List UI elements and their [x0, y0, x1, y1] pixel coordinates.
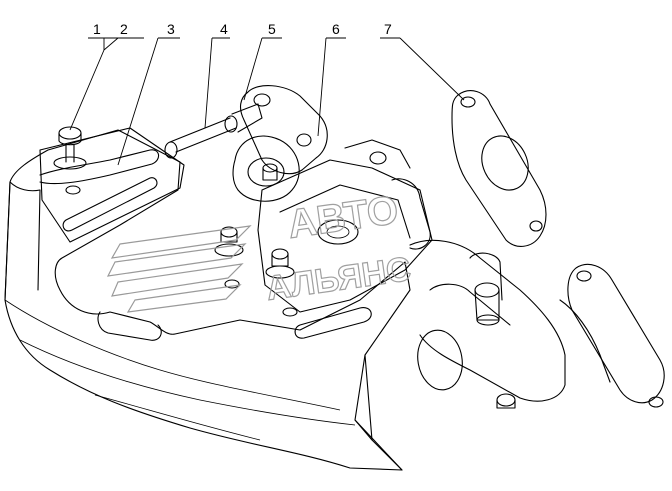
- callout-3: 3: [167, 21, 175, 37]
- callout-5: 5: [268, 21, 276, 37]
- gasket-7: [451, 90, 547, 247]
- bolt-mid-left: [214, 226, 244, 257]
- leader-7: [380, 37, 465, 101]
- leader-5: [243, 37, 282, 101]
- leader-2: [103, 37, 119, 51]
- callout-1: 1: [93, 21, 101, 37]
- flange-6: [232, 85, 328, 202]
- bolt-1: [53, 126, 87, 170]
- callout-6: 6: [332, 21, 340, 37]
- leader-4: [204, 37, 230, 129]
- watermark-logo-icon: [106, 225, 252, 313]
- manifold-block: [257, 139, 433, 313]
- bolt-small-upper: [262, 163, 278, 181]
- bolt-mid-center: [265, 248, 295, 279]
- stud-4: [164, 103, 263, 159]
- bracket-plate: [39, 127, 185, 243]
- heat-shield: [4, 129, 411, 471]
- leader-6: [317, 37, 346, 137]
- leader-3: [117, 37, 180, 166]
- outlet-elbow: [409, 239, 665, 409]
- leader-1: [69, 38, 105, 131]
- callout-7: 7: [384, 21, 392, 37]
- callouts: 1 2 3 4 5 6 7: [93, 21, 392, 37]
- watermark-line2: АЛЬЯНС: [264, 250, 413, 308]
- leader-lines: [69, 37, 465, 166]
- watermark-line1: АВТО: [285, 188, 401, 247]
- callout-2: 2: [120, 21, 128, 37]
- plate-slots: [224, 279, 372, 339]
- callout-4: 4: [220, 21, 228, 37]
